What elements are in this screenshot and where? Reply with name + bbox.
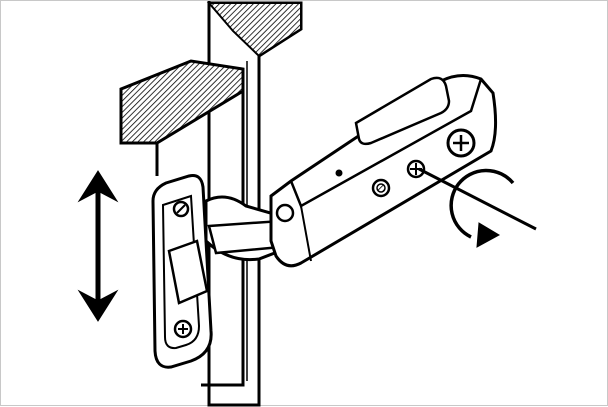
- cabinet-door: [119, 59, 245, 387]
- rotate-arrow-icon: [449, 168, 515, 248]
- vertical-adjust-arrow-icon: [77, 170, 119, 322]
- screwdriver-icon: [418, 167, 537, 231]
- hinge-arm: [204, 74, 498, 268]
- mounting-plate: [151, 174, 213, 369]
